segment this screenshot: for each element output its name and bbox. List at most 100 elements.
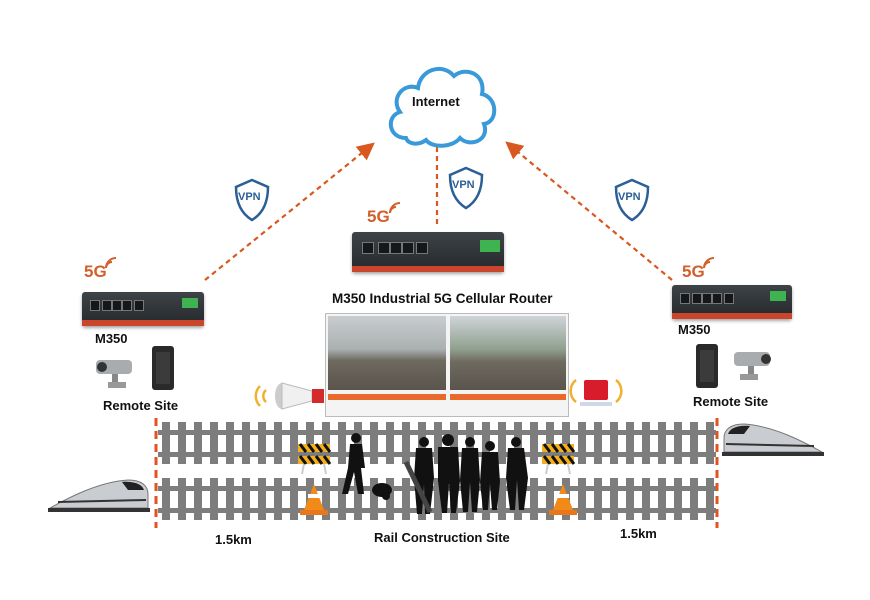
track-tie [594,422,602,464]
track-tie [578,478,586,520]
track-tie [434,422,442,464]
track-tie [530,478,538,520]
track-tie [322,422,330,464]
right-router-image [672,285,792,319]
track-tie [226,478,234,520]
traffic-cone-right-icon [549,484,577,515]
track-tie [642,422,650,464]
megaphone-icon [254,382,324,410]
center-router-image [352,232,504,272]
track-tie [706,478,714,520]
track-tie [306,422,314,464]
track-tie [642,478,650,520]
alarm-light-icon [569,379,623,406]
track-tie [162,422,170,464]
right-distance-label: 1.5km [620,526,657,541]
track-tie [194,478,202,520]
barricade-right-icon [542,443,576,475]
track-tie [658,478,666,520]
left-distance-label: 1.5km [215,532,252,547]
camera-feed-left [328,316,446,390]
left-router-image [82,292,204,326]
train-right-icon [722,423,824,456]
vpn-shield-left: VPN [232,178,272,227]
track-tie [210,422,218,464]
track-tie [370,422,378,464]
signal-icon [703,257,715,269]
rail-bottom-1 [158,486,716,491]
track-tie [354,478,362,520]
track-tie [562,422,570,464]
rail-top-2 [158,452,716,457]
track-tie [626,422,634,464]
track-tie [386,478,394,520]
track-tie [274,478,282,520]
track-tie [578,422,586,464]
track-tie [274,422,282,464]
track-tie [402,478,410,520]
track-tie [210,478,218,520]
track-tie [530,422,538,464]
track-tie [194,422,202,464]
traffic-cone-left-icon [300,484,328,515]
signal-icon [105,257,117,269]
track-tie [386,422,394,464]
left-5g-badge: 5G [84,262,107,281]
track-tie [258,422,266,464]
rail-bottom-2 [158,508,716,513]
left-site-label: Remote Site [103,398,179,413]
right-5g-badge: 5G [682,262,705,281]
track-tie [690,422,698,464]
track-tie [322,478,330,520]
track-tie [290,422,298,464]
workers-silhouette-icon [342,433,528,514]
shield-icon [448,166,484,210]
security-camera-icon [734,352,771,380]
track-tie [370,478,378,520]
track-tie [610,478,618,520]
center-router-label: M350 Industrial 5G Cellular Router [332,291,553,306]
track-tie [434,478,442,520]
track-tie [498,422,506,464]
track-tie [258,478,266,520]
left-router-label: M350 [95,331,128,346]
track-tie [706,422,714,464]
right-vpn-arrow [505,141,673,281]
camera-feed-right [450,316,566,390]
track-tie [402,422,410,464]
track-tie [546,478,554,520]
track-tie [498,478,506,520]
right-router-label: M350 [678,322,711,337]
track-tie [690,478,698,520]
track-tie [178,422,186,464]
right-site-label: Remote Site [693,394,769,409]
rail-top-1 [158,430,716,435]
track-tie [610,422,618,464]
track-tie [178,478,186,520]
track-tie [658,422,666,464]
train-left-icon [48,479,150,512]
barricade-left-icon [298,443,332,475]
signal-icon [389,202,401,214]
left-vpn-arrow [204,142,375,281]
security-camera-icon [96,360,132,388]
track-tie [450,422,458,464]
track-tie [674,422,682,464]
internet-cloud-icon [389,66,497,148]
track-tie [514,478,522,520]
track-tie [338,422,346,464]
track-tie [466,478,474,520]
track-tie [338,478,346,520]
track-tie [242,422,250,464]
surveillance-monitor [325,313,569,417]
radar-sensor-icon [152,346,174,390]
track-tie [594,478,602,520]
track-tie [242,478,250,520]
track-tie [162,478,170,520]
shield-icon [234,178,270,222]
vpn-shield-right: VPN [612,178,652,227]
shield-icon [614,178,650,222]
center-5g-badge: 5G [367,207,390,226]
vpn-shield-center: VPN [446,166,486,215]
track-tie [290,478,298,520]
